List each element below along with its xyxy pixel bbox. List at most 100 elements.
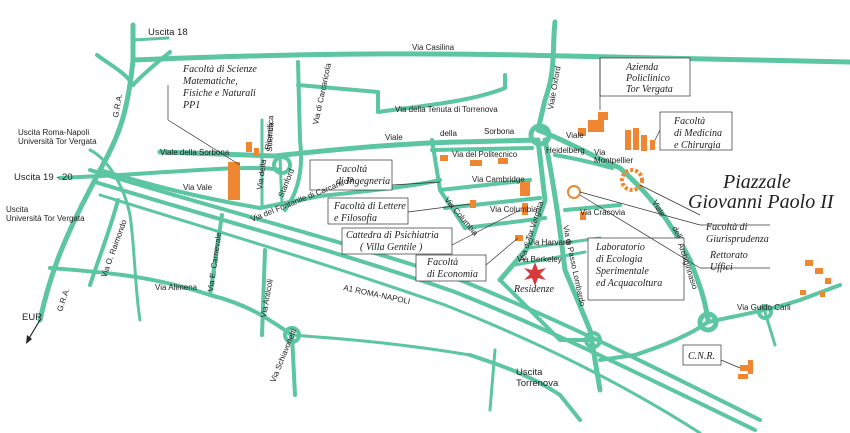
building-cracovia [580,212,586,220]
road-viale-sorbona [157,137,541,159]
label-ingegneria-2: di Ingegneria [336,176,390,187]
roundabout-heidelberg [528,123,552,147]
label-uscita-18: Uscita 18 [148,27,188,38]
label-psichiatria-2: ( Villa Gentile ) [360,242,423,253]
label-columbia-2: Via Columbia [490,205,538,214]
leaders [167,57,770,369]
road-uscita-18 [131,36,170,42]
label-medicina-3: e Chirurgia [674,140,721,151]
road-south-stub [488,348,497,412]
label-cambridge: Via Cambridge [472,175,525,184]
label-medicina-2: di Medicina [674,128,722,139]
label-piazzale-2: Giovanni Paolo II [688,191,835,213]
label-laboratorio-1: Laboratorio [595,242,645,253]
road-columbia-lower [463,216,547,230]
label-anticoli: Via Anticoli [259,278,275,318]
label-viale-sorbona-1: Viale [385,133,403,142]
label-viale-sorbona-2: della [440,129,457,138]
road-uscita-19-20 [58,165,282,180]
road-via-cracovia [563,203,622,212]
label-policlinico-1: Azienda [625,62,658,73]
road-stanford [278,156,284,207]
label-economia-2: di Economia [427,269,478,280]
road-viale-archiginnasio [617,165,711,323]
label-economia-1: Facoltà [426,257,458,268]
label-laboratorio-2: di Ecologia [596,254,642,265]
road-campus-south [498,278,595,342]
building-scienze [228,162,240,200]
building-economia [515,235,523,241]
label-via-tenuta: Via della Tenuta di Torrenova [395,105,498,114]
road-viale-oxford [535,19,558,133]
road-via-vale [98,168,442,210]
label-rettorato-1: Rettorato [709,250,748,261]
label-uscita-19-20: Uscita 19 - 20 [14,172,73,183]
road-via-tor-vergata [497,137,548,283]
road-torrenova-exit [468,353,582,422]
label-uscita-torrenova-1: Uscita [516,367,543,378]
label-lettere-2: e Filosofia [334,213,377,224]
label-uscita-roma-napoli-2: Università Tor Vergata [18,137,97,146]
label-heidelberg: Heidelberg [546,146,585,155]
roundabout-scienze [272,155,292,175]
label-ingegneria-1: Facoltà [335,164,367,175]
road-east-link [763,310,777,347]
label-uscita-torrenova-2: Torrenova [516,378,559,389]
road-via-tenuta [296,73,507,114]
label-scienze-3: Fisiche e Naturali [182,88,256,99]
building-columbia [522,203,528,215]
label-giurisprudenza-1: Facoltà di [705,222,748,233]
road-columbia-upper [443,196,542,210]
label-policlinico-2: Policlinico [625,73,670,84]
building-giurisprudenza [620,168,644,192]
building-politecnico-3 [498,158,508,164]
road-campus-left [430,138,467,230]
label-gra-lower: G.R.A. [55,287,71,313]
label-gra-upper: G.R.A. [111,93,124,118]
road-via-raimondo [88,198,120,287]
road-via-alimena [48,266,294,337]
road-via-carnevale [208,213,224,297]
label-alimena: Via Alimena [155,283,198,292]
label-lettere-1: Facoltà di Lettere [333,201,406,212]
label-giurisprudenza-2: Giurisprudenza [706,234,769,245]
label-uscita-universita-1: Uscita [6,205,29,214]
label-laboratorio-4: ed Acquacoltura [596,278,662,289]
building-cnr [738,360,753,379]
label-harvard: Via Harvard [528,238,570,247]
building-scienze-3 [254,148,259,156]
road-via-berkeley [513,250,587,267]
road-a1-lane-3 [98,193,702,433]
building-medicina [625,128,655,151]
road-via-anticoli [260,248,267,337]
label-scienze-2: Matematiche, [182,76,238,87]
building-policlinico [578,112,608,136]
label-cnr: C.N.R. [688,351,715,362]
label-scienze-1: Facoltà di Scienze [182,64,257,75]
road-cambridge [438,178,532,192]
label-scienze-4: PP1 [182,100,200,111]
arrow-down-left-icon [26,319,41,344]
label-piazzale-1: Piazzale [722,171,791,193]
label-viale-sorbona-small: Viale della Sorbona [160,148,230,157]
label-viale-heidelberg: Viale [566,131,584,140]
building-politecnico-2 [470,160,482,166]
road-via-schiavonetti [290,333,297,397]
label-viale-sorbona-3: Sorbona [484,127,515,136]
label-politecnico: Via del Politecnico [452,150,518,159]
label-a1: A1 ROMA-NAPOLI [343,283,411,306]
label-eur: EUR [22,312,42,323]
label-guido-carli: Via Guido Carli [737,303,791,312]
label-policlinico-3: Tor Vergata [626,84,673,95]
label-ricerca-1: Via della [255,158,268,190]
building-scienze-2 [246,142,252,152]
buildings [228,112,831,379]
label-carnevale: Via E. Carnevale [206,231,223,292]
label-cracovia: Via Cracovia [580,208,626,217]
label-rettorato-2: Uffici [710,262,733,273]
road-politecnico [430,146,534,152]
label-montpellier-2: Montpellier [594,156,633,165]
building-ingegneria [520,182,530,196]
road-gra-inner [88,148,142,322]
